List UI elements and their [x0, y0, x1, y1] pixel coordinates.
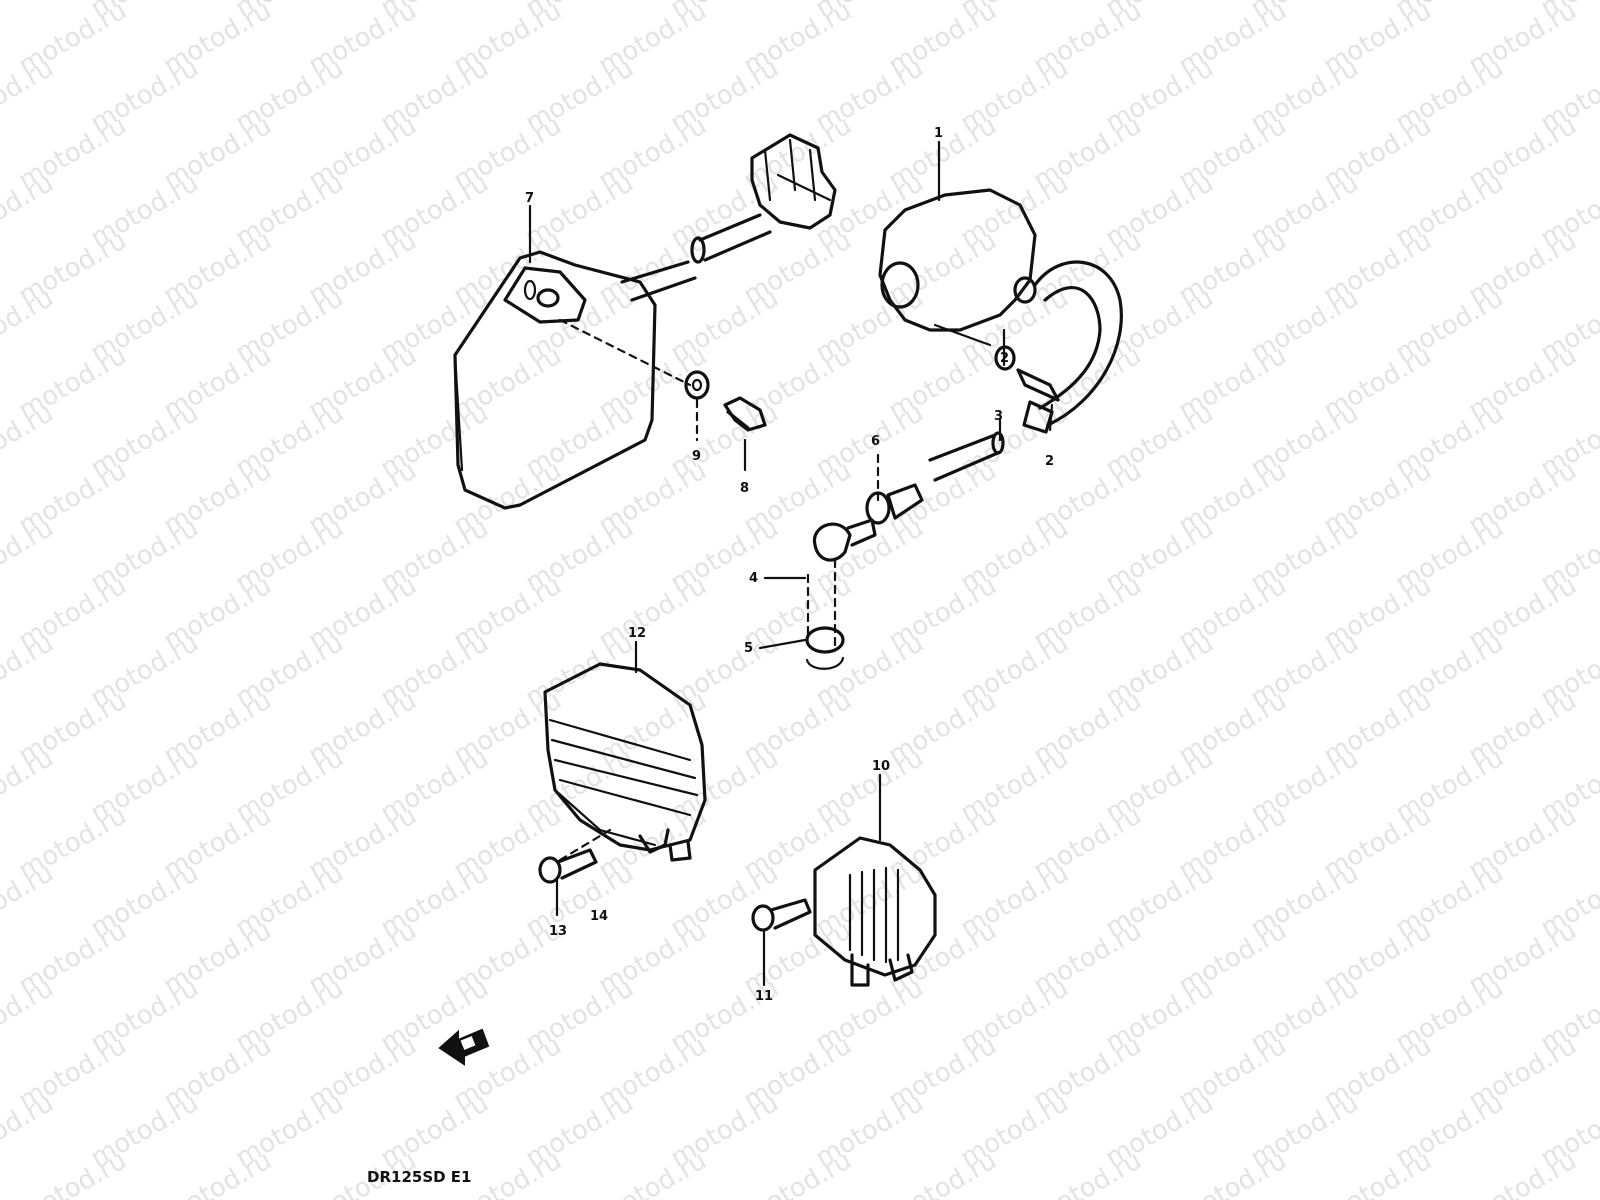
- callout-7: 7: [525, 191, 534, 206]
- watermark-text: motod.ru: [1029, 1145, 1147, 1200]
- cdi-unit: [453, 133, 837, 510]
- watermark-text: motod.ru: [1464, 1145, 1582, 1200]
- washer-9: [684, 370, 710, 400]
- watermark-text: motod.ru: [0, 283, 59, 369]
- bolt-11: [751, 898, 812, 932]
- regulator-rectifier: [543, 662, 707, 862]
- callout-2-upper: 2: [1000, 351, 1009, 366]
- watermark-text: motod.ru: [0, 1088, 59, 1174]
- ht-lead: [928, 400, 1054, 482]
- bolt-8: [723, 396, 767, 432]
- watermark-text: motod.ru: [739, 1145, 857, 1200]
- watermark-text: motod.ru: [0, 973, 59, 1059]
- watermark-text: motod.ru: [884, 1145, 1002, 1200]
- callout-1: 1: [934, 126, 943, 141]
- callout-5: 5: [744, 641, 753, 656]
- watermark-text: motod.ru: [1174, 1145, 1292, 1200]
- watermark-text: motod.ru: [159, 1145, 277, 1200]
- callout-8: 8: [740, 481, 749, 496]
- diagram-code: DR125SD E1: [367, 1168, 471, 1186]
- watermark-text: motod.ru: [0, 858, 59, 944]
- watermark-text: motod.ru: [0, 0, 59, 24]
- callout-11: 11: [755, 989, 773, 1004]
- watermark-text: motod.ru: [14, 1145, 132, 1200]
- starter-relay: [813, 836, 937, 987]
- watermark-text: motod.ru: [0, 398, 59, 484]
- callout-6: 6: [871, 434, 880, 449]
- spark-plug-cap: [805, 518, 877, 670]
- bolt-13: [538, 848, 598, 884]
- callout-10: 10: [872, 759, 890, 774]
- callout-2-lower: 2: [1045, 454, 1054, 469]
- callout-14: 14: [590, 909, 608, 924]
- watermark-text: motod.ru: [0, 168, 59, 254]
- watermark-text: motod.ru: [0, 743, 59, 829]
- watermark-text: motod.ru: [0, 513, 59, 599]
- leader-lines: [528, 140, 1054, 987]
- ignition-coil: [878, 188, 1123, 427]
- watermark-text: motod.ru: [594, 1145, 712, 1200]
- callout-12: 12: [628, 626, 646, 641]
- watermark-text: motod.ru: [1319, 1145, 1437, 1200]
- arrow-left-icon: [438, 1028, 490, 1066]
- callout-3: 3: [994, 409, 1003, 424]
- callout-9: 9: [692, 449, 701, 464]
- callout-13: 13: [549, 924, 567, 939]
- callout-labels: 1 2 2 3 4 5 6 7 8 9 10 11 12 13 14: [525, 126, 1054, 1004]
- watermark-text: motod.ru: [0, 628, 59, 714]
- callout-4: 4: [749, 571, 758, 586]
- watermark-text: motod.ru: [0, 53, 59, 139]
